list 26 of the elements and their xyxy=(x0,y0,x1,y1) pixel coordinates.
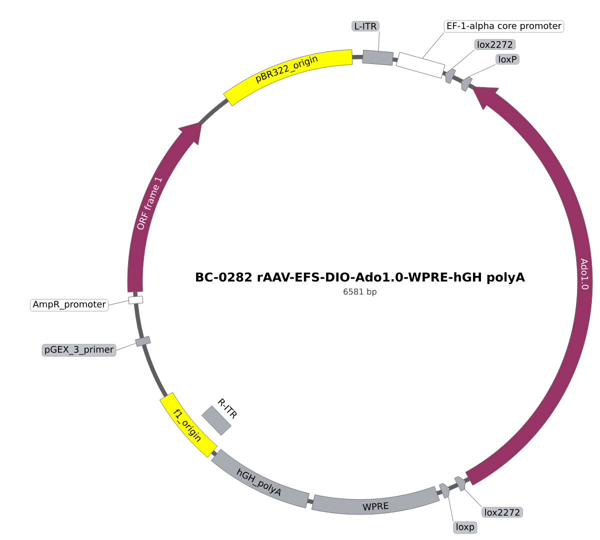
leader-line xyxy=(468,64,496,78)
leader-line xyxy=(448,496,454,522)
feature-label: AmpR_promoter xyxy=(30,299,109,312)
feature-label: pGEX_3_primer xyxy=(42,344,116,357)
feature-box xyxy=(128,296,144,304)
feature-label: loxP xyxy=(496,54,520,65)
feature-arc: WPRE xyxy=(311,486,440,515)
feature-box xyxy=(135,336,151,347)
leader-line xyxy=(108,300,129,306)
leader-line xyxy=(464,488,482,508)
feature-box xyxy=(362,50,394,66)
leader-line xyxy=(116,342,136,351)
leader-line xyxy=(378,31,380,52)
feature-marker xyxy=(444,68,456,84)
feature-label: lox2272 xyxy=(474,39,516,50)
feature-label: EF-1-alpha core promoter xyxy=(444,20,564,33)
leader-line xyxy=(452,50,475,70)
feature-marker xyxy=(454,476,466,492)
feature-label: L-ITR xyxy=(352,21,380,32)
feature-label: loxp xyxy=(453,521,478,534)
leader-line xyxy=(422,32,444,59)
feature-marker xyxy=(461,76,473,92)
feature-label: lox2272 xyxy=(482,506,523,518)
feature-box xyxy=(396,52,446,79)
sequence-length: 6581 bp xyxy=(344,288,376,296)
feature-marker xyxy=(438,483,450,499)
